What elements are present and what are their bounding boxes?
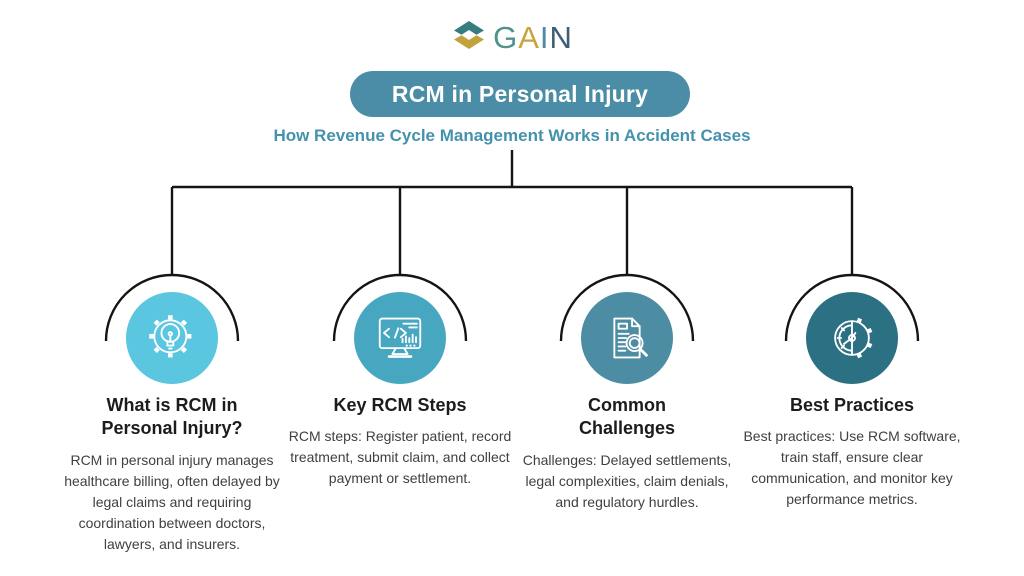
branch-title: What is RCM in Personal Injury?: [101, 395, 243, 439]
subtitle: How Revenue Cycle Management Works in Ac…: [273, 126, 751, 145]
branch-column-common-challenges: Common Challenges Challenges: Delayed se…: [509, 394, 745, 513]
lightbulb-gear-icon: [149, 315, 192, 358]
monitor-code-chart-icon: [378, 317, 422, 358]
branch-body: RCM steps: Register patient, record trea…: [288, 428, 512, 487]
page-title: RCM in Personal Injury: [391, 80, 649, 107]
document-magnifier-icon: [613, 317, 648, 359]
branch-column-key-rcm-steps: Key RCM Steps RCM steps: Register patien…: [282, 394, 518, 489]
branch-body: Best practices: Use RCM software, train …: [743, 428, 961, 508]
logo-text: GAIN: [493, 20, 573, 55]
branch-circle: [581, 292, 673, 384]
branch-body: RCM in personal injury manages healthcar…: [64, 451, 280, 552]
title-pill: RCM in Personal Injury: [350, 71, 690, 117]
branch-circle: [126, 292, 218, 384]
branch-title: Key RCM Steps: [333, 395, 467, 415]
branch-column-best-practices: Best Practices Best practices: Use RCM s…: [734, 394, 970, 510]
branch-title: Best Practices: [789, 395, 915, 415]
branch-circle: [354, 292, 446, 384]
logo: GAIN: [0, 16, 1024, 59]
gain-mark-icon: [451, 16, 487, 59]
branch-title: Common Challenges: [578, 395, 676, 439]
branch-column-what-is-rcm: What is RCM in Personal Injury? RCM in p…: [54, 394, 290, 555]
clock-gear-icon: [834, 317, 873, 359]
branch-body: Challenges: Delayed settlements, legal c…: [522, 451, 732, 510]
branch-circle: [806, 292, 898, 384]
